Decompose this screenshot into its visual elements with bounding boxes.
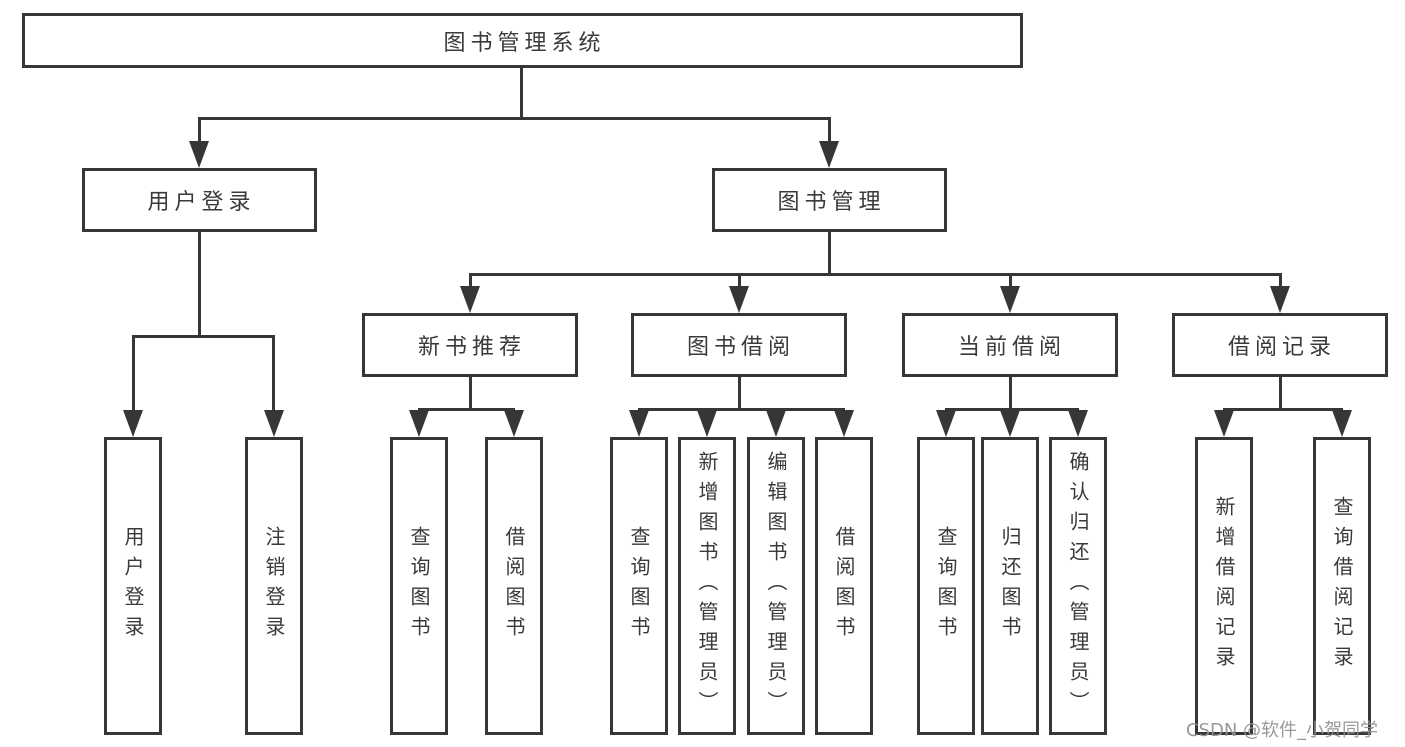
arrow-down-icon: [766, 410, 786, 437]
leaf-label: 新增借阅记录: [1212, 496, 1236, 676]
node-borrowing-records: 借阅记录: [1172, 313, 1388, 377]
node-label: 新书推荐: [417, 335, 526, 360]
node-user-login: 用户登录: [82, 168, 317, 232]
arrow-down-icon: [697, 410, 717, 437]
leaf-label: 确认归还（管理员）: [1066, 451, 1090, 721]
connector-line: [638, 408, 845, 411]
connector-line: [469, 273, 1282, 276]
leaf-label: 借阅图书: [502, 526, 526, 646]
node-label: 借阅记录: [1227, 335, 1336, 360]
connector-line: [198, 117, 201, 146]
arrow-down-icon: [1068, 410, 1088, 437]
leaf-label: 查询图书: [407, 526, 431, 646]
connector-line: [945, 408, 1079, 411]
leaf-label: 注销登录: [262, 526, 286, 646]
arrow-down-icon: [264, 410, 284, 437]
arrow-down-icon: [629, 410, 649, 437]
leaf-confirm-return-admin: 确认归还（管理员）: [1049, 437, 1107, 735]
arrow-down-icon: [504, 410, 524, 437]
node-book-borrowing: 图书借阅: [631, 313, 847, 377]
connector-line: [469, 273, 472, 289]
node-new-book-recommend: 新书推荐: [362, 313, 578, 377]
connector-line: [272, 335, 275, 412]
leaf-query-books: 查询图书: [390, 437, 448, 735]
leaf-query-books: 查询图书: [917, 437, 975, 735]
connector-line: [828, 117, 831, 146]
node-label: 图书管理: [777, 190, 886, 215]
arrow-down-icon: [1000, 286, 1020, 313]
arrow-down-icon: [1000, 410, 1020, 437]
leaf-add-books-admin: 新增图书（管理员）: [678, 437, 736, 735]
node-label: 当前借阅: [957, 335, 1066, 360]
connector-line: [132, 335, 275, 338]
csdn-watermark: CSDN @软件_小贺同学: [1186, 720, 1379, 741]
connector-line: [1223, 408, 1343, 411]
connector-line: [469, 377, 472, 410]
leaf-label: 借阅图书: [832, 526, 856, 646]
connector-line: [132, 335, 135, 412]
leaf-borrow-books: 借阅图书: [815, 437, 873, 735]
arrow-down-icon: [1214, 410, 1234, 437]
arrow-down-icon: [1270, 286, 1290, 313]
leaf-edit-books-admin: 编辑图书（管理员）: [747, 437, 805, 735]
node-library-management-system: 图书管理系统: [22, 13, 1023, 68]
leaf-label: 新增图书（管理员）: [695, 451, 719, 721]
leaf-logout: 注销登录: [245, 437, 303, 735]
arrow-down-icon: [1332, 410, 1352, 437]
leaf-label: 查询图书: [934, 526, 958, 646]
leaf-add-borrow-record: 新增借阅记录: [1195, 437, 1253, 735]
node-current-borrowing: 当前借阅: [902, 313, 1118, 377]
arrow-down-icon: [819, 141, 839, 168]
leaf-label: 归还图书: [998, 526, 1022, 646]
connector-line: [828, 232, 831, 275]
connector-line: [198, 117, 831, 120]
arrow-down-icon: [189, 141, 209, 168]
connector-line: [1009, 377, 1012, 410]
leaf-label: 查询借阅记录: [1330, 496, 1354, 676]
arrow-down-icon: [409, 410, 429, 437]
connector-line: [1279, 273, 1282, 289]
connector-line: [520, 68, 523, 119]
connector-line: [198, 232, 201, 337]
leaf-label: 编辑图书（管理员）: [764, 451, 788, 721]
connector-line: [738, 273, 741, 289]
leaf-label: 用户登录: [121, 526, 145, 646]
connector-line: [738, 377, 741, 410]
connector-line: [418, 408, 515, 411]
leaf-user-login: 用户登录: [104, 437, 162, 735]
node-book-management: 图书管理: [712, 168, 947, 232]
leaf-label: 查询图书: [627, 526, 651, 646]
arrow-down-icon: [460, 286, 480, 313]
connector-line: [1009, 273, 1012, 289]
leaf-query-borrow-record: 查询借阅记录: [1313, 437, 1371, 735]
node-label: 用户登录: [147, 190, 256, 215]
arrow-down-icon: [834, 410, 854, 437]
leaf-return-books: 归还图书: [981, 437, 1039, 735]
arrow-down-icon: [936, 410, 956, 437]
connector-line: [1279, 377, 1282, 410]
leaf-borrow-books: 借阅图书: [485, 437, 543, 735]
arrow-down-icon: [729, 286, 749, 313]
arrow-down-icon: [123, 410, 143, 437]
leaf-query-books: 查询图书: [610, 437, 668, 735]
node-label: 图书借阅: [686, 335, 795, 360]
node-label: 图书管理系统: [443, 30, 606, 56]
